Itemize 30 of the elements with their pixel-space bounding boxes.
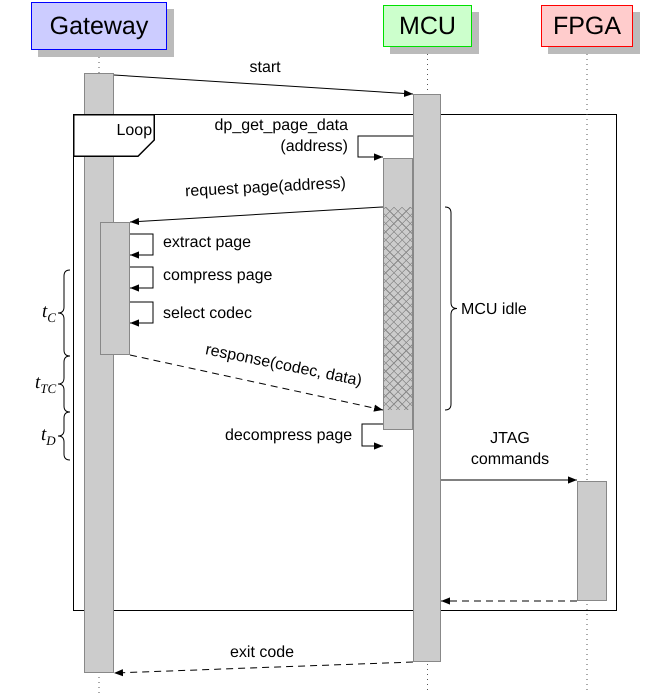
duration-label: t$_{C}$: [42, 300, 56, 326]
message-label: start: [250, 58, 281, 78]
loop-frame: [73, 114, 617, 611]
arrow: [362, 424, 384, 450]
activation-bar: [382, 158, 412, 430]
message-label: select codec: [163, 304, 252, 324]
duration-label: t$_{D}$: [41, 424, 56, 448]
arrow: [130, 206, 384, 226]
message-label: extract page: [163, 232, 252, 252]
arrow: [130, 302, 154, 327]
arrow: [130, 266, 154, 292]
arrow: [358, 136, 414, 161]
arrow: [114, 74, 414, 98]
activation-bar: [576, 480, 606, 600]
brace-label: MCU idle: [461, 301, 527, 319]
message-label: JTAG commands: [470, 429, 550, 470]
duration-label: t$_{TC}$: [35, 372, 56, 396]
message-label: compress page: [163, 266, 272, 286]
frame-tab: Loop: [72, 114, 154, 156]
message-label: decompress page: [225, 426, 352, 446]
arrow: [440, 476, 578, 484]
arrow: [440, 597, 578, 605]
activation-bar: [100, 222, 130, 354]
arrow: [130, 354, 384, 412]
arrow: [114, 662, 414, 676]
message-label: exit code: [230, 642, 294, 662]
activation-bar: [413, 94, 441, 662]
arrow: [130, 234, 154, 259]
message-label: dp_get_page_data (address): [214, 116, 348, 157]
message-label: request page(address): [184, 173, 346, 202]
